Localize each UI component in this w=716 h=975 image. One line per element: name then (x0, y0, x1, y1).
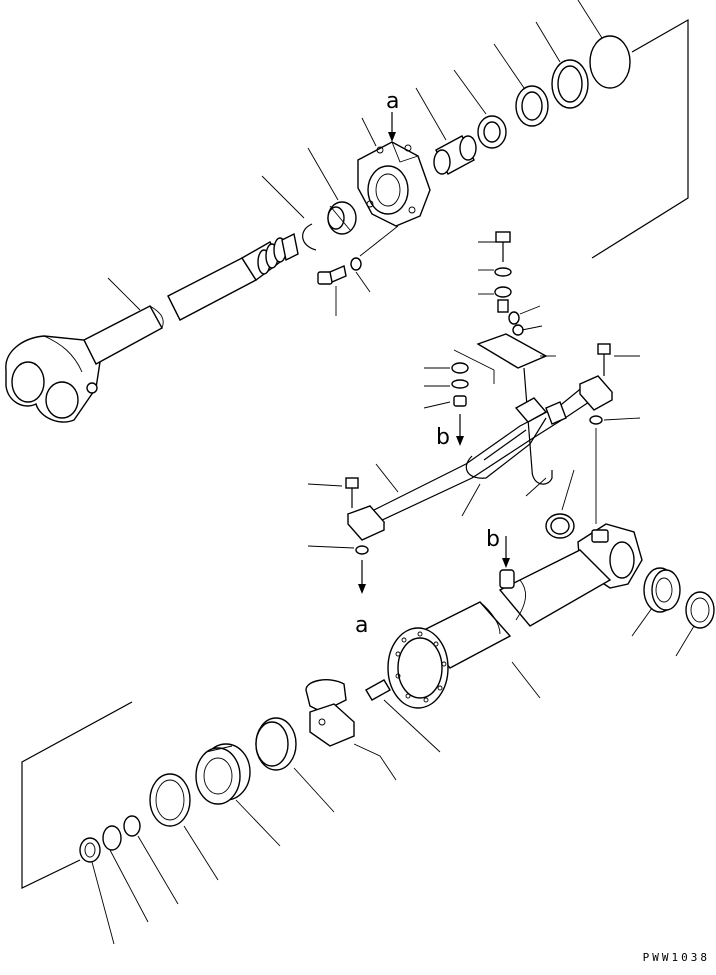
head-bolt (317, 225, 399, 316)
down-arrow-icon (502, 558, 510, 568)
cylinder-tube (387, 523, 643, 709)
backup-ring (123, 815, 179, 905)
down-arrow-icon (456, 436, 464, 446)
label-b-left: b (436, 425, 450, 450)
o-ring-top (577, 0, 631, 89)
seal-ring-small (79, 837, 115, 945)
packing-ring-2 (535, 21, 589, 109)
kit-bracket-top (591, 18, 689, 259)
pipe-flange-right (578, 343, 641, 524)
bottom-bushing (631, 567, 681, 637)
label-a-mid: a (355, 613, 368, 638)
dust-seal-bottom (675, 591, 715, 657)
packing-ring-1 (493, 43, 549, 127)
dust-seal (453, 69, 507, 149)
kit-bracket-bottom (21, 701, 133, 889)
rod-nut (307, 147, 357, 235)
piston-ring (149, 773, 219, 881)
drawing-code: PWW1038 (642, 951, 710, 964)
snap-ring (261, 175, 317, 251)
cylinder-head (357, 112, 431, 227)
pipe-flange-left (307, 477, 386, 594)
o-ring-small (102, 825, 149, 923)
bushing (415, 87, 477, 175)
piston (195, 743, 281, 847)
split-collar (305, 679, 397, 781)
label-a-top: a (386, 89, 399, 114)
wear-ring (255, 717, 335, 813)
down-arrow-icon (358, 584, 366, 594)
down-arrow-icon (388, 132, 396, 142)
piston-rod (5, 232, 299, 423)
pin-bushing (545, 469, 575, 539)
pipe-main (369, 385, 593, 523)
label-b-right: b (486, 527, 500, 552)
tube-bolt (365, 679, 441, 753)
pipe-bracket-assembly (423, 231, 556, 497)
